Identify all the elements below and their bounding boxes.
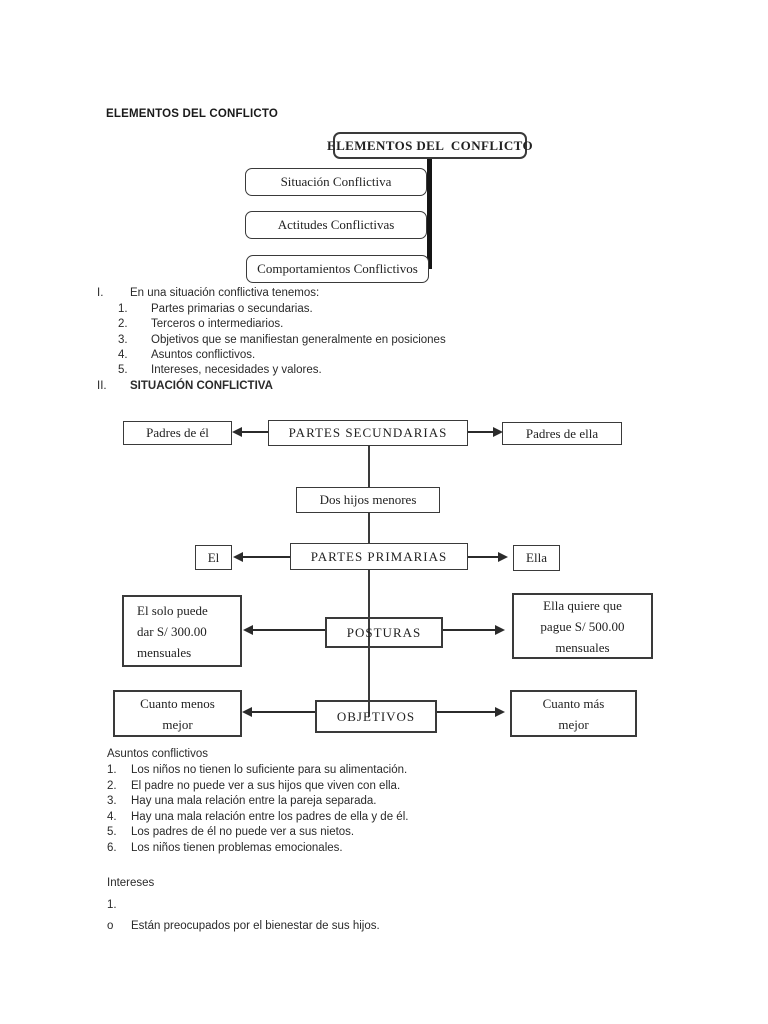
arrow-right-icon bbox=[493, 427, 503, 437]
list-number: 5. bbox=[107, 826, 117, 838]
list-item: o Están preocupados por el bienestar de … bbox=[0, 920, 768, 935]
box-objetivo-ella: Cuanto más mejor bbox=[510, 690, 637, 737]
box-dos-hijos-menores: Dos hijos menores bbox=[296, 487, 440, 513]
box-line: dar S/ 300.00 bbox=[137, 623, 207, 639]
list-number: 2. bbox=[118, 318, 128, 330]
list-item: 1. Los niños no tienen lo suficiente par… bbox=[0, 764, 768, 779]
list-number: 4. bbox=[118, 349, 128, 361]
box-el: El bbox=[195, 545, 232, 570]
list-item: 3. Objetivos que se manifiestan generalm… bbox=[0, 334, 768, 349]
list-text: Hay una mala relación entre la pareja se… bbox=[131, 795, 377, 807]
arrow-right-icon bbox=[495, 707, 505, 717]
box-line: mejor bbox=[162, 716, 193, 732]
diagram1-box-actitudes: Actitudes Conflictivas bbox=[245, 211, 427, 239]
arrow-left-icon bbox=[232, 427, 242, 437]
list-item: 2. Terceros o intermediarios. bbox=[0, 318, 768, 333]
arrow-shaft bbox=[437, 711, 496, 713]
list-number: 5. bbox=[118, 364, 128, 376]
list-text: Intereses, necesidades y valores. bbox=[151, 364, 322, 376]
diagram1-box-situacion: Situación Conflictiva bbox=[245, 168, 427, 196]
list-text: Terceros o intermediarios. bbox=[151, 318, 284, 330]
list-text: Partes primarias o secundarias. bbox=[151, 303, 313, 315]
list-number: 2. bbox=[107, 780, 117, 792]
box-line: mensuales bbox=[137, 644, 192, 660]
list-number: 1. bbox=[107, 764, 117, 776]
list-text: Los niños no tienen lo suficiente para s… bbox=[131, 764, 408, 776]
box-line: El solo puede bbox=[137, 602, 208, 618]
arrow-shaft bbox=[443, 629, 496, 631]
diagram2-vertical-connector bbox=[368, 446, 370, 717]
arrow-left-icon bbox=[233, 552, 243, 562]
diagram1-box-comportamientos: Comportamientos Conflictivos bbox=[246, 255, 429, 283]
list-item: 4. Asuntos conflictivos. bbox=[0, 349, 768, 364]
box-line: Cuanto más bbox=[542, 695, 605, 711]
list-numeral: II. bbox=[97, 380, 107, 392]
page-title: ELEMENTOS DEL CONFLICTO bbox=[106, 108, 279, 120]
section-title: SITUACIÓN CONFLICTIVA bbox=[130, 380, 273, 392]
box-partes-primarias: PARTES PRIMARIAS bbox=[290, 543, 468, 570]
arrow-right-icon bbox=[495, 625, 505, 635]
list-item: 1. bbox=[0, 899, 768, 914]
box-partes-secundarias: PARTES SECUNDARIAS bbox=[268, 420, 468, 446]
section-2-heading: II. SITUACIÓN CONFLICTIVA bbox=[0, 380, 768, 395]
box-posturas: POSTURAS bbox=[325, 617, 443, 648]
box-line: mejor bbox=[558, 716, 589, 732]
box-line: Ella quiere que bbox=[543, 597, 622, 613]
diagram1-connector-line bbox=[427, 157, 432, 269]
list-number: 3. bbox=[118, 334, 128, 346]
list-number: 3. bbox=[107, 795, 117, 807]
list-number: 6. bbox=[107, 842, 117, 854]
list-number: 1. bbox=[107, 899, 117, 911]
box-objetivo-el: Cuanto menos mejor bbox=[113, 690, 242, 737]
list-text: Están preocupados por el bienestar de su… bbox=[131, 920, 380, 932]
list-text: Los padres de él no puede ver a sus niet… bbox=[131, 826, 355, 838]
list-item: 5. Los padres de él no puede ver a sus n… bbox=[0, 826, 768, 841]
arrow-shaft bbox=[241, 431, 268, 433]
list-numeral: I. bbox=[97, 287, 104, 299]
list-item: 6. Los niños tienen problemas emocionale… bbox=[0, 842, 768, 857]
list-bullet: o bbox=[107, 920, 114, 932]
list-item: 5. Intereses, necesidades y valores. bbox=[0, 364, 768, 379]
list-item: 3. Hay una mala relación entre la pareja… bbox=[0, 795, 768, 810]
list-title-text: Asuntos conflictivos bbox=[107, 748, 208, 760]
list-text: Asuntos conflictivos. bbox=[151, 349, 256, 361]
arrow-left-icon bbox=[243, 625, 253, 635]
list-title: Asuntos conflictivos bbox=[0, 748, 768, 763]
list-text: Hay una mala relación entre los padres d… bbox=[131, 811, 409, 823]
list-item: 2. El padre no puede ver a sus hijos que… bbox=[0, 780, 768, 795]
list-item: I. En una situación conflictiva tenemos: bbox=[0, 287, 768, 302]
arrow-shaft bbox=[242, 556, 290, 558]
list-title: Intereses bbox=[0, 877, 768, 892]
list-text: Objetivos que se manifiestan generalment… bbox=[151, 334, 446, 346]
box-line: Cuanto menos bbox=[140, 695, 215, 711]
list-text: En una situación conflictiva tenemos: bbox=[130, 287, 320, 299]
box-line: mensuales bbox=[555, 639, 610, 655]
list-item: 4. Hay una mala relación entre los padre… bbox=[0, 811, 768, 826]
box-padres-de-ella: Padres de ella bbox=[502, 422, 622, 445]
arrow-shaft bbox=[468, 556, 499, 558]
arrow-shaft bbox=[252, 629, 325, 631]
list-text: Los niños tienen problemas emocionales. bbox=[131, 842, 343, 854]
list-number: 4. bbox=[107, 811, 117, 823]
list-number: 1. bbox=[118, 303, 128, 315]
arrow-shaft bbox=[468, 431, 494, 433]
box-postura-el: El solo puede dar S/ 300.00 mensuales bbox=[122, 595, 242, 667]
box-line: pague S/ 500.00 bbox=[540, 618, 625, 634]
box-postura-ella: Ella quiere que pague S/ 500.00 mensuale… bbox=[512, 593, 653, 659]
box-objetivos: OBJETIVOS bbox=[315, 700, 437, 733]
box-padres-de-el: Padres de él bbox=[123, 421, 232, 445]
arrow-shaft bbox=[251, 711, 315, 713]
diagram1-root-box: ELEMENTOS DEL CONFLICTO bbox=[327, 132, 533, 159]
list-title-text: Intereses bbox=[107, 877, 155, 889]
list-text: El padre no puede ver a sus hijos que vi… bbox=[131, 780, 401, 792]
arrow-left-icon bbox=[242, 707, 252, 717]
arrow-right-icon bbox=[498, 552, 508, 562]
list-item: 1. Partes primarias o secundarias. bbox=[0, 303, 768, 318]
box-ella: Ella bbox=[513, 545, 560, 571]
